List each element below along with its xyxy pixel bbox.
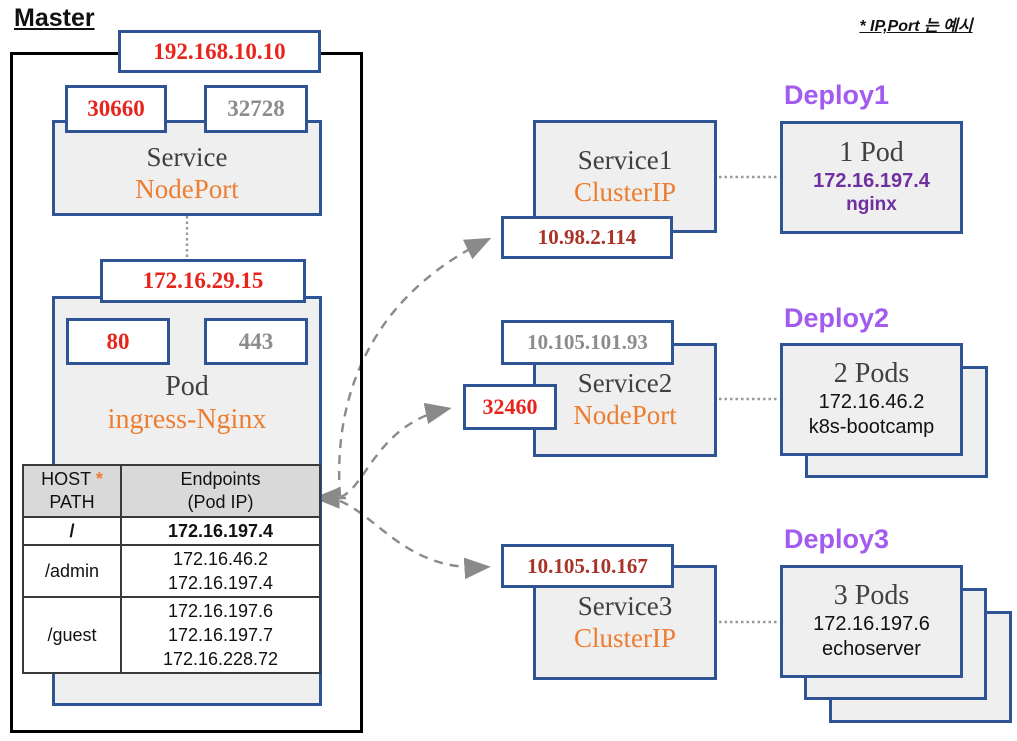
service2-name: Service2 [577, 368, 673, 399]
endpoints-cell: 172.16.197.6 172.16.197.7 172.16.228.72 [120, 596, 321, 674]
node-ip-box: 192.168.10.10 [118, 30, 321, 73]
ingress-port-inactive-box: 443 [204, 318, 308, 365]
service3-cluster-ip: 10.105.10.167 [527, 553, 648, 578]
service-type: NodePort [135, 173, 239, 204]
service3-type: ClusterIP [573, 622, 676, 653]
deploy3-label: Deploy3 [784, 524, 890, 554]
endpoint-ip: 172.16.197.4 [167, 573, 274, 593]
deploy1-pod-box: 1 Pod 172.16.197.4 nginx [780, 121, 963, 234]
endpoint-ip: 172.16.46.2 [172, 548, 269, 569]
deploy1-pod-app: nginx [846, 194, 897, 216]
deploy2-pod-count: 2 Pods [833, 358, 910, 390]
node-ip: 192.168.10.10 [153, 38, 286, 64]
routing-row-root: / 172.16.197.4 [22, 516, 321, 546]
endpoints-cell: 172.16.46.2 172.16.197.4 [120, 544, 321, 598]
endpoint-ip: 172.16.197.6 [167, 600, 274, 621]
ingress-to-service2-arrow [339, 402, 452, 499]
routing-row-admin: /admin 172.16.46.2 172.16.197.4 [22, 544, 321, 598]
service2-type: NodePort [573, 400, 677, 431]
path-header-label: PATH [49, 492, 95, 512]
service1-cluster-ip: 10.98.2.114 [537, 225, 637, 249]
service1-cluster-ip-box: 10.98.2.114 [501, 216, 673, 259]
host-path-header: HOST * PATH [22, 464, 122, 518]
ip-port-example-note: * IP,Port 는 예시 [859, 18, 973, 35]
path-cell: /guest [22, 596, 122, 674]
nodeport-port-inactive: 32728 [227, 96, 285, 121]
master-label: Master [14, 4, 95, 32]
endpoint-ip: 172.16.197.4 [167, 520, 274, 541]
ingress-pod-name: Pod [165, 371, 209, 402]
ingress-pod-ip: 172.16.29.15 [142, 268, 264, 293]
endpoints-header-label: Endpoints [180, 468, 261, 489]
deploy3-pod-app: echoserver [822, 637, 921, 660]
service3-cluster-ip-box: 10.105.10.167 [501, 544, 674, 588]
deploy2-pod-box: 2 Pods 172.16.46.2 k8s-bootcamp [780, 343, 963, 456]
service2-nodeport-box: 32460 [463, 384, 557, 430]
deploy1-pod-ip: 172.16.197.4 [813, 170, 930, 193]
service2-cluster-ip-box: 10.105.101.93 [501, 320, 674, 365]
path-cell: / [22, 516, 122, 546]
routing-row-guest: /guest 172.16.197.6 172.16.197.7 172.16.… [22, 596, 321, 674]
deploy3-pod-box: 3 Pods 172.16.197.6 echoserver [780, 565, 963, 678]
service2-nodeport: 32460 [482, 394, 538, 419]
path-cell: /admin [22, 544, 122, 598]
deploy1-label: Deploy1 [784, 80, 890, 110]
service1-panel: Service1 ClusterIP [533, 120, 717, 233]
endpoint-ip: 172.16.197.7 [167, 624, 274, 645]
service1-type: ClusterIP [573, 176, 676, 207]
deploy2-label: Deploy2 [784, 303, 890, 333]
nodeport-port-active-box: 30660 [65, 85, 167, 133]
ingress-port-inactive: 443 [238, 328, 274, 354]
endpoints-header: Endpoints (Pod IP) [120, 464, 321, 518]
deploy2-pod-app: k8s-bootcamp [808, 415, 935, 438]
ingress-to-service1-arrow [338, 237, 492, 497]
ingress-to-service3-arrow [339, 499, 491, 580]
deploy3-pod-count: 3 Pods [833, 580, 910, 612]
host-header-label: HOST [41, 468, 91, 489]
ingress-pod-ip-box: 172.16.29.15 [100, 259, 306, 303]
host-header-asterisk: * [95, 468, 103, 489]
service2-cluster-ip: 10.105.101.93 [527, 330, 648, 354]
endpoint-ip: 172.16.228.72 [162, 649, 279, 670]
nodeport-service-panel: Service NodePort [52, 120, 322, 216]
deploy1-pod-count: 1 Pod [839, 137, 904, 169]
service-name: Service [146, 141, 228, 172]
service1-name: Service1 [577, 144, 673, 175]
endpoints-cell: 172.16.197.4 [120, 516, 321, 546]
ingress-port-active: 80 [106, 328, 130, 354]
ingress-routing-table: HOST * PATH Endpoints (Pod IP) / 172.16.… [22, 464, 321, 674]
endpoints-header-sub: (Pod IP) [187, 492, 254, 512]
nodeport-port-inactive-box: 32728 [204, 85, 308, 133]
deploy2-pod-ip: 172.16.46.2 [818, 390, 925, 413]
deploy3-pod-ip: 172.16.197.6 [813, 612, 930, 635]
routing-table-header-row: HOST * PATH Endpoints (Pod IP) [22, 464, 321, 518]
service3-name: Service3 [577, 590, 673, 621]
ingress-pod-app: ingress-Nginx [107, 404, 267, 436]
nodeport-port-active: 30660 [87, 96, 145, 121]
ingress-port-active-box: 80 [66, 318, 170, 365]
